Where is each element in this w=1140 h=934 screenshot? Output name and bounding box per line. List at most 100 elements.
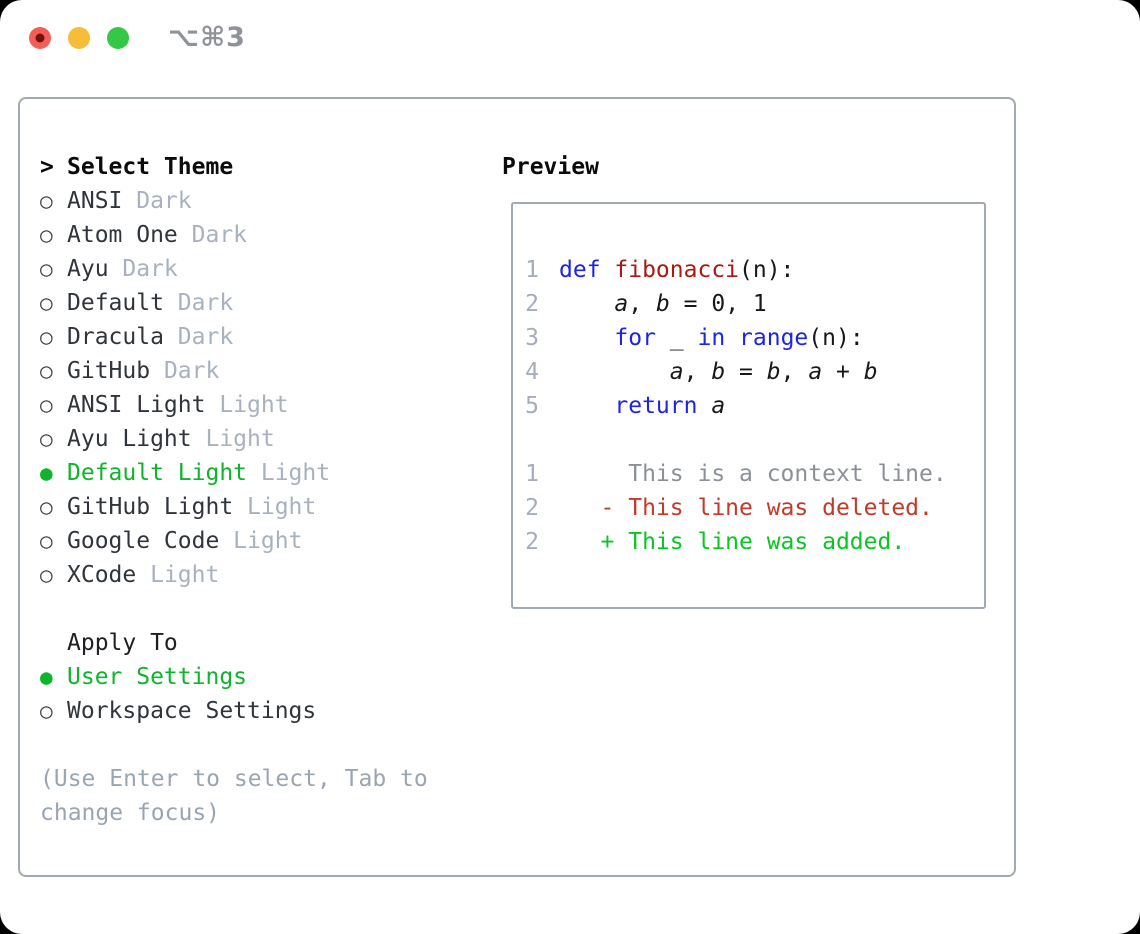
traffic-lights bbox=[29, 27, 129, 49]
theme-variant: Dark bbox=[163, 324, 234, 350]
theme-item-google-code[interactable]: ○ Google Code Light bbox=[40, 524, 490, 558]
line-number: 1 bbox=[525, 461, 539, 487]
theme-name: ANSI Light bbox=[67, 392, 206, 418]
unsaved-dot-icon bbox=[35, 33, 45, 43]
zoom-button[interactable] bbox=[107, 27, 129, 49]
radio-unselected-icon: ○ bbox=[40, 223, 53, 247]
theme-variant: Light bbox=[219, 528, 303, 554]
theme-name: Ayu bbox=[67, 256, 109, 282]
code-text: for _ in range(n): bbox=[614, 325, 864, 351]
code-line: 1 This is a context line. bbox=[521, 457, 984, 491]
radio-unselected-icon: ○ bbox=[40, 495, 53, 519]
hint-text: (Use Enter to select, Tab to change focu… bbox=[40, 766, 428, 826]
theme-item-ayu[interactable]: ○ Ayu Dark bbox=[40, 252, 490, 286]
select-theme-heading: > Select Theme bbox=[40, 150, 490, 184]
radio-unselected-icon: ○ bbox=[40, 563, 53, 587]
radio-selected-icon: ● bbox=[40, 461, 53, 485]
minimize-button[interactable] bbox=[68, 27, 90, 49]
apply-option-label: Workspace Settings bbox=[67, 698, 317, 724]
radio-unselected-icon: ○ bbox=[40, 427, 53, 451]
theme-item-atom-one[interactable]: ○Atom One Dark bbox=[40, 218, 490, 252]
line-number: 2 bbox=[525, 495, 539, 521]
line-number: 2 bbox=[525, 529, 539, 555]
theme-name: Default bbox=[67, 290, 164, 316]
apply-option-workspace-settings[interactable]: ○ Workspace Settings bbox=[40, 694, 490, 728]
code-line: 3 for _ in range(n): bbox=[521, 321, 984, 355]
theme-name: Dracula bbox=[67, 324, 164, 350]
code-line: 5 return a bbox=[521, 389, 984, 423]
theme-item-xcode[interactable]: ○ XCode Light bbox=[40, 558, 490, 592]
code-text: a, b = 0, 1 bbox=[614, 291, 767, 317]
select-theme-title: Select Theme bbox=[67, 154, 234, 180]
code-text: def fibonacci(n): bbox=[559, 257, 795, 283]
code-text: This is a context line. bbox=[559, 461, 947, 487]
code-line: 2 a, b = 0, 1 bbox=[521, 287, 984, 321]
theme-variant: Light bbox=[191, 426, 275, 452]
theme-variant: Light bbox=[205, 392, 289, 418]
code-text: + This line was added. bbox=[559, 529, 906, 555]
code-line: 2 + This line was added. bbox=[521, 525, 984, 559]
apply-option-user-settings[interactable]: ● User Settings bbox=[40, 660, 490, 694]
window-shortcut-label: ⌥⌘3 bbox=[168, 22, 246, 53]
theme-item-github[interactable]: ○ GitHub Dark bbox=[40, 354, 490, 388]
apply-to-list: ● User Settings ○ Workspace Settings bbox=[40, 660, 490, 728]
line-number bbox=[521, 423, 539, 457]
theme-variant: Dark bbox=[150, 358, 220, 384]
radio-unselected-icon: ○ bbox=[40, 325, 53, 349]
radio-unselected-icon: ○ bbox=[40, 359, 53, 383]
theme-variant: Light bbox=[247, 460, 331, 486]
code-text: - This line was deleted. bbox=[559, 495, 933, 521]
theme-name: XCode bbox=[67, 562, 137, 588]
theme-name: Google Code bbox=[67, 528, 220, 554]
theme-name: ANSI bbox=[67, 188, 123, 214]
theme-variant: Dark bbox=[163, 290, 234, 316]
radio-unselected-icon: ○ bbox=[40, 189, 53, 213]
radio-unselected-icon: ○ bbox=[40, 291, 53, 315]
close-button[interactable] bbox=[29, 27, 51, 49]
theme-name: GitHub Light bbox=[67, 494, 234, 520]
theme-item-ansi[interactable]: ○ ANSI Dark bbox=[40, 184, 490, 218]
radio-unselected-icon: ○ bbox=[40, 393, 53, 417]
theme-item-ayu-light[interactable]: ○ Ayu Light Light bbox=[40, 422, 490, 456]
theme-item-ansi-light[interactable]: ○ ANSI Light Light bbox=[40, 388, 490, 422]
line-number: 2 bbox=[525, 291, 539, 317]
line-number: 3 bbox=[525, 325, 539, 351]
radio-selected-icon: ● bbox=[40, 665, 53, 689]
code-text: a, b = b, a + b bbox=[669, 359, 878, 385]
theme-name: Default Light bbox=[67, 460, 248, 486]
theme-variant: Light bbox=[136, 562, 220, 588]
line-number: 5 bbox=[525, 393, 539, 419]
focus-prompt-icon: > bbox=[40, 154, 54, 180]
theme-variant: Dark bbox=[108, 256, 178, 282]
theme-name: GitHub bbox=[67, 358, 151, 384]
radio-unselected-icon: ○ bbox=[40, 529, 53, 553]
theme-variant: Dark bbox=[122, 188, 192, 214]
code-text: return a bbox=[614, 393, 726, 419]
radio-unselected-icon: ○ bbox=[40, 699, 53, 723]
theme-list: ○ ANSI Dark ○ Atom One Dark ○ Ayu Dark ○ Defaul… bbox=[40, 184, 490, 592]
code-line: 4 a, b = b, a + b bbox=[521, 355, 984, 389]
settings-panel: > Select Theme ○ ANSI Dark ○ Atom One Dark ○ A… bbox=[18, 97, 1016, 877]
code-line: 2 - This line was deleted. bbox=[521, 491, 984, 525]
titlebar: ⌥⌘3 bbox=[0, 0, 1140, 76]
code-line: 1 def fibonacci(n): bbox=[521, 253, 984, 287]
preview-heading: Preview bbox=[502, 154, 599, 180]
theme-name: Atom One bbox=[67, 222, 178, 248]
radio-unselected-icon: ○ bbox=[40, 257, 53, 281]
line-number: 1 bbox=[525, 257, 539, 283]
theme-item-default[interactable]: ○ Default Dark bbox=[40, 286, 490, 320]
spacer bbox=[40, 592, 490, 626]
line-number: 4 bbox=[525, 359, 539, 385]
apply-to-heading: Apply To bbox=[67, 630, 178, 656]
code-line bbox=[521, 423, 984, 457]
theme-item-dracula[interactable]: ○ Dracula Dark bbox=[40, 320, 490, 354]
theme-item-default-light[interactable]: ● Default Light Light bbox=[40, 456, 490, 490]
theme-item-github-light[interactable]: ○ GitHub Light Light bbox=[40, 490, 490, 524]
theme-panel: > Select Theme ○ ANSI Dark ○ Atom One Dark ○ A… bbox=[40, 150, 490, 830]
apply-option-label: User Settings bbox=[67, 664, 248, 690]
theme-variant: Light bbox=[233, 494, 317, 520]
theme-name: Ayu Light bbox=[67, 426, 192, 452]
